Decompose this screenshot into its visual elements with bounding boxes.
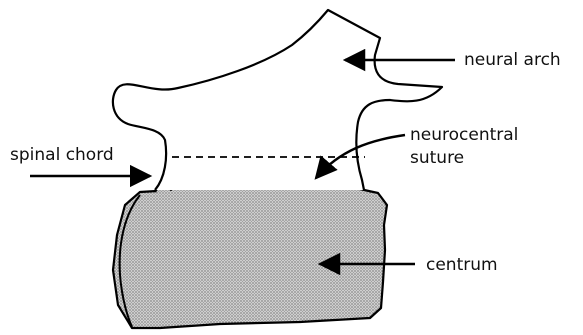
label-suture: suture (410, 148, 464, 168)
neural-arch-outline (113, 10, 442, 190)
centrum-body (113, 188, 387, 328)
label-neural-arch: neural arch (464, 50, 561, 70)
label-neurocentral: neurocentral (410, 125, 518, 145)
label-spinal-chord: spinal chord (10, 145, 114, 165)
label-centrum: centrum (426, 255, 498, 275)
